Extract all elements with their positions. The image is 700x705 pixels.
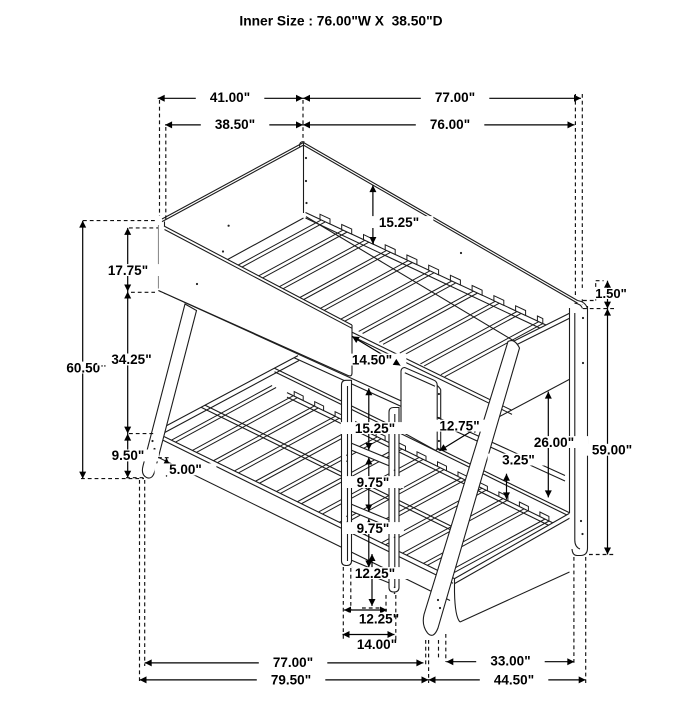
svg-text:12.25": 12.25" (355, 566, 395, 581)
svg-text:77.00": 77.00" (273, 655, 313, 670)
svg-text:Inner Size : 76.00"W X 38.50": Inner Size : 76.00"W X 38.50"D (239, 14, 442, 29)
svg-text:15.25": 15.25" (355, 421, 395, 436)
svg-text:76.00": 76.00" (430, 117, 470, 132)
svg-text:59.00": 59.00" (592, 443, 632, 458)
svg-text:26.00": 26.00" (534, 435, 574, 450)
svg-text:17.75": 17.75" (108, 263, 148, 278)
svg-text:33.00": 33.00" (490, 654, 530, 669)
svg-text:9.75": 9.75" (357, 521, 390, 536)
svg-text:9.75": 9.75" (357, 475, 390, 490)
svg-text:12.75": 12.75" (439, 418, 479, 433)
svg-text:12.25": 12.25" (359, 611, 399, 626)
svg-text:5.00": 5.00" (169, 462, 202, 477)
svg-text:44.50": 44.50" (494, 673, 534, 688)
svg-text:38.50": 38.50" (215, 117, 255, 132)
svg-text:9.50": 9.50" (112, 448, 145, 463)
svg-text:15.25": 15.25" (379, 215, 419, 230)
svg-text:79.50": 79.50" (271, 673, 311, 688)
svg-text:1.50": 1.50" (595, 286, 626, 301)
svg-text:41.00": 41.00" (210, 90, 250, 105)
svg-text:60.50": 60.50" (66, 360, 106, 375)
svg-text:34.25": 34.25" (111, 352, 151, 367)
svg-text:3.25": 3.25" (502, 452, 535, 467)
svg-text:14.50": 14.50" (352, 352, 392, 367)
svg-text:77.00": 77.00" (435, 90, 475, 105)
svg-text:14.00": 14.00" (357, 637, 397, 652)
